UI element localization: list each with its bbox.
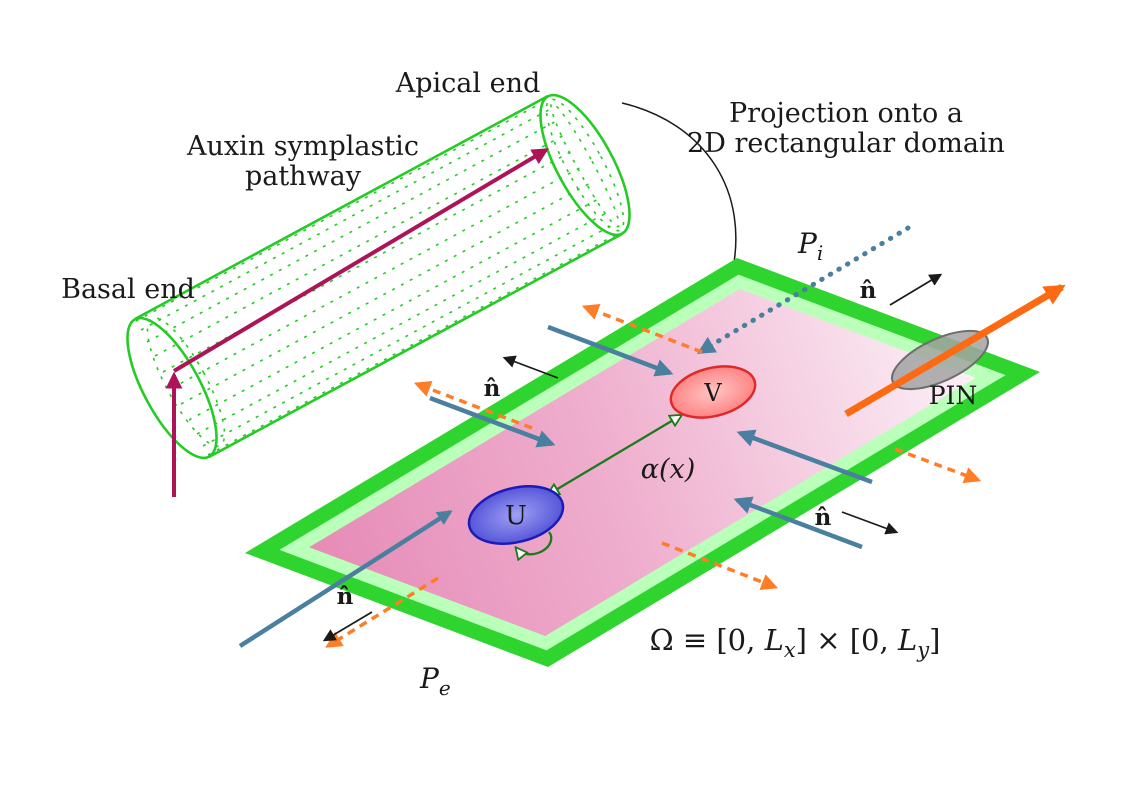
alpha-label: α(x) [641, 454, 696, 485]
species-v-label: V [703, 379, 722, 407]
pe-efflux-arrow [325, 576, 439, 648]
pin-efflux-arrow [844, 283, 1066, 418]
pin-label: PIN [929, 381, 978, 410]
apical-end-label: Apical end [395, 68, 541, 99]
projection-annotation: Projection onto a 2D rectangular domain [621, 98, 1005, 281]
basal-end-label: Basal end [61, 274, 195, 305]
auxin-pathway-label-line1: Auxin symplastic [186, 131, 419, 162]
normal-arrow-bottom-right [841, 511, 899, 535]
influx-arrows [238, 225, 911, 648]
projection-label-line2: 2D rectangular domain [687, 128, 1005, 159]
pin-transporter: PIN [844, 283, 1066, 418]
normal-arrow-top-right [889, 273, 943, 306]
apical-end-cap [539, 93, 631, 237]
basal-end-cap [126, 316, 218, 460]
normal-label-bottom-right: n̂ [815, 504, 832, 531]
pi-label: Pi [797, 227, 823, 265]
uv-interaction-arrow [549, 416, 680, 494]
projection-curved-arrow [621, 102, 739, 281]
normal-arrow-top-left [502, 355, 559, 379]
normal-arrow-bottom-left [322, 611, 373, 642]
efflux-arrows [325, 303, 982, 648]
projection-label-line1: Projection onto a [729, 98, 963, 129]
species-v-ellipse [669, 365, 757, 419]
normal-label-top-right: n̂ [860, 277, 877, 304]
species-u-ellipse [467, 485, 565, 545]
normal-label-top-left: n̂ [484, 375, 501, 402]
basal-influx-arrow [238, 510, 453, 648]
normal-vectors: n̂ n̂ n̂ n̂ [322, 273, 943, 642]
cell-cylinder: Apical end Basal end Auxin symplastic pa… [61, 68, 631, 497]
reaction-network: U V α(x) [467, 365, 757, 554]
u-self-loop-arrow [517, 531, 553, 554]
pe-label: Pe [419, 662, 451, 700]
normal-label-bottom-left: n̂ [337, 583, 354, 610]
species-u-label: U [505, 501, 527, 531]
auxin-symplastic-arrow [172, 148, 549, 373]
pi-influx-arrow [696, 225, 911, 355]
cylinder-dashed-texture [135, 98, 622, 456]
omega-domain-formula: Ω ≡ [0, Lx] × [0, Ly] [650, 623, 941, 662]
auxin-pathway-label-line2: pathway [245, 161, 362, 192]
